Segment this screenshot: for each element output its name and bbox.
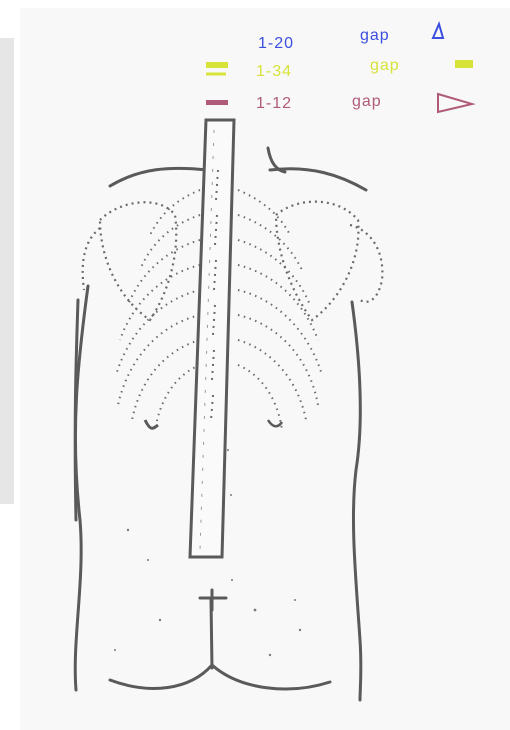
legend-label-1: gap bbox=[360, 27, 390, 44]
speckle bbox=[114, 649, 116, 651]
speckle bbox=[269, 654, 271, 656]
rectangle-icon bbox=[455, 60, 473, 68]
speckle bbox=[147, 559, 149, 561]
speckle bbox=[227, 449, 229, 451]
legend-range-1: 1-20 bbox=[258, 35, 294, 52]
legend-swatch-3 bbox=[206, 100, 228, 105]
sheet bbox=[20, 8, 510, 730]
speckle bbox=[159, 619, 161, 621]
legend-label-2: gap bbox=[370, 57, 400, 74]
legend-label-3: gap bbox=[352, 93, 382, 110]
legend-range-2: 1-34 bbox=[256, 63, 292, 80]
legend-range-3: 1-12 bbox=[256, 95, 292, 112]
speckle bbox=[231, 579, 233, 581]
speckle bbox=[299, 629, 301, 631]
speckle bbox=[127, 529, 129, 531]
speckle bbox=[230, 494, 232, 496]
speckle bbox=[254, 609, 257, 612]
left-scan-shadow bbox=[0, 38, 14, 504]
speckle bbox=[294, 599, 296, 601]
legend-swatch-2 bbox=[206, 62, 228, 68]
